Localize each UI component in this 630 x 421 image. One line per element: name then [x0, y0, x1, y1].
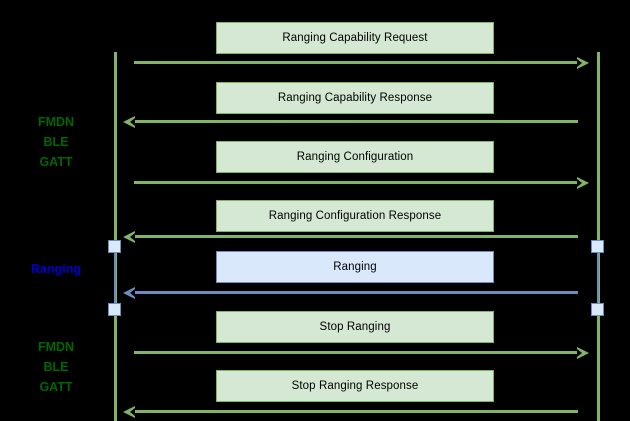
arrowhead-left-icon: [123, 286, 135, 299]
activation-left-bar: [113, 246, 116, 309]
activation-right-bar: [596, 246, 599, 309]
message-box-stop-ranging[interactable]: Stop Ranging: [216, 311, 494, 343]
arrow-ranging[interactable]: [123, 286, 578, 299]
message-box-ranging-capability-request[interactable]: Ranging Capability Request: [216, 22, 494, 54]
activation-right-start-box[interactable]: [591, 240, 604, 253]
message-label: Ranging Capability Request: [282, 32, 428, 44]
phase-gatt-top: FMDN BLE GATT: [37, 115, 75, 169]
arrowhead-left-icon: [123, 115, 135, 128]
arrow-ranging-configuration-response[interactable]: [123, 230, 578, 243]
message-label: Stop Ranging Response: [291, 380, 419, 392]
arrowhead-right-icon: [577, 176, 589, 189]
message-box-stop-ranging-response[interactable]: Stop Ranging Response: [216, 370, 494, 402]
message-box-ranging[interactable]: Ranging: [216, 251, 494, 283]
message-box-ranging-capability-response[interactable]: Ranging Capability Response: [216, 82, 494, 114]
arrow-ranging-capability-request[interactable]: [134, 56, 589, 69]
right-lifeline: [597, 52, 600, 421]
activation-left-end-box[interactable]: [108, 303, 121, 316]
message-label: Ranging Configuration Response: [268, 210, 442, 222]
activation-right-end-box[interactable]: [591, 303, 604, 316]
message-label: Ranging Capability Response: [277, 92, 433, 104]
message-label: Ranging: [333, 261, 377, 273]
arrowhead-left-icon: [123, 405, 135, 418]
arrowhead-right-icon: [577, 346, 589, 359]
activation-left-start-box[interactable]: [108, 240, 121, 253]
arrow-stop-ranging[interactable]: [134, 346, 589, 359]
message-label: Ranging Configuration: [296, 151, 414, 163]
message-box-ranging-configuration-response[interactable]: Ranging Configuration Response: [216, 200, 494, 232]
phase-ranging: Ranging: [31, 262, 81, 276]
arrow-ranging-capability-response[interactable]: [123, 115, 578, 128]
arrowhead-right-icon: [577, 56, 589, 69]
arrow-stop-ranging-response[interactable]: [123, 405, 578, 418]
message-box-ranging-configuration[interactable]: Ranging Configuration: [216, 141, 494, 173]
left-lifeline: [114, 52, 117, 421]
arrow-ranging-configuration[interactable]: [134, 176, 589, 189]
message-label: Stop Ranging: [319, 321, 391, 333]
arrowhead-left-icon: [123, 230, 135, 243]
phase-gatt-bottom: FMDN BLE GATT: [37, 340, 75, 394]
